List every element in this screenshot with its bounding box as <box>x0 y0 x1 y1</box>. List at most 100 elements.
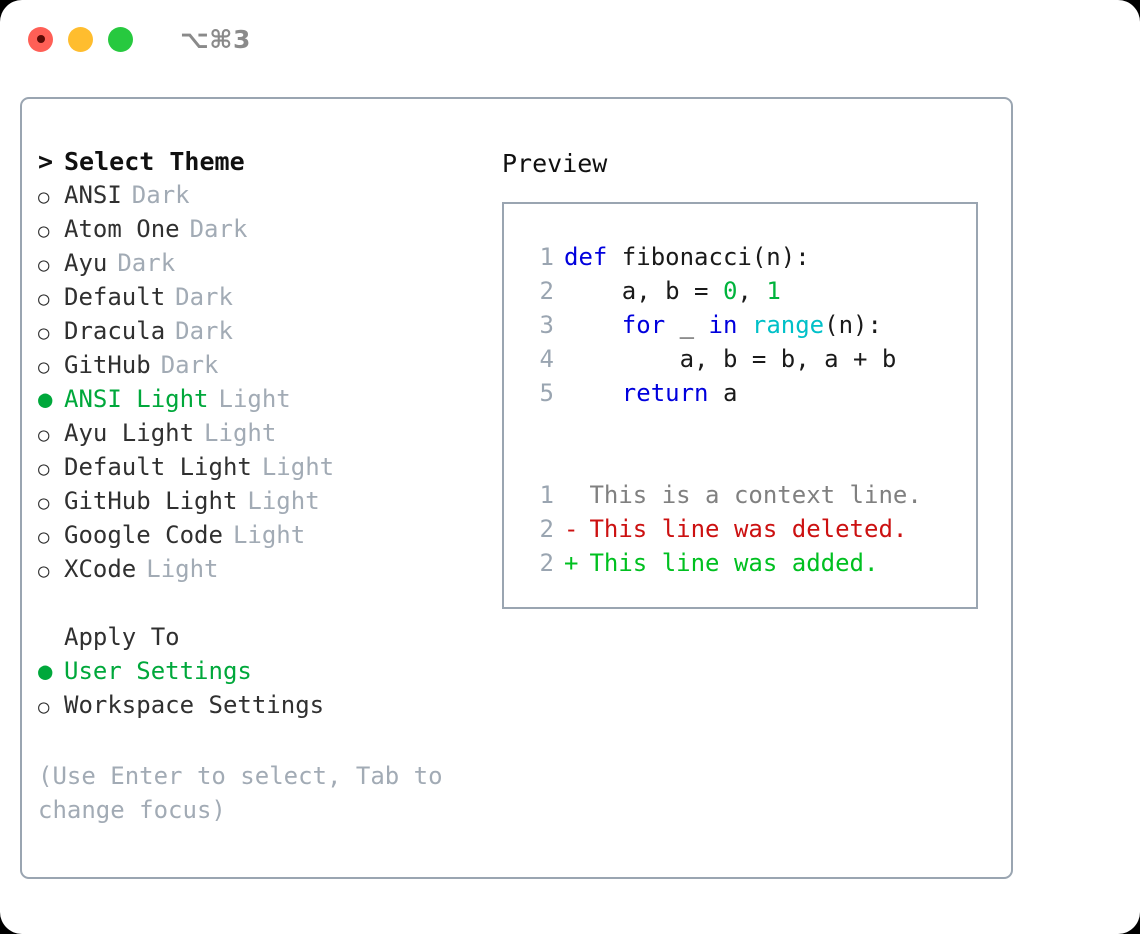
code-token: a, b = <box>564 277 723 305</box>
radio-unselected-icon: ○ <box>38 288 50 310</box>
theme-list-item[interactable]: ○ Dracula Dark <box>38 317 478 351</box>
theme-name: Ayu <box>64 249 108 277</box>
recording-indicator-icon <box>36 35 45 43</box>
theme-variant: Light <box>261 453 335 481</box>
radio-selected-icon: ● <box>38 385 53 413</box>
theme-list-item[interactable]: ○ Ayu Dark <box>38 249 478 283</box>
window-titlebar: ⌥⌘3 <box>0 0 1140 78</box>
theme-variant: Dark <box>117 249 176 277</box>
line-number: 2 <box>539 277 554 305</box>
code-token: in <box>708 311 738 339</box>
code-token: 0 <box>722 277 738 305</box>
prompt-caret-icon: > <box>38 147 54 176</box>
line-number: 1 <box>539 481 554 509</box>
code-line: 4 a, b = b, a + b <box>524 342 976 376</box>
theme-name: Atom One <box>64 215 180 243</box>
theme-variant: Dark <box>160 351 219 379</box>
code-token: a <box>708 379 738 407</box>
line-number: 5 <box>539 379 554 407</box>
diff-marker <box>564 478 578 512</box>
theme-list-item[interactable]: ○ Ayu Light Light <box>38 419 478 453</box>
radio-unselected-icon: ○ <box>38 254 50 276</box>
close-button[interactable] <box>28 26 53 52</box>
code-token: def <box>564 243 608 271</box>
theme-selector-heading: > Select Theme <box>38 147 478 181</box>
radio-unselected-icon: ○ <box>38 560 50 582</box>
theme-variant: Light <box>247 487 320 515</box>
code-blank-line <box>524 410 976 444</box>
hint-spacer <box>38 725 478 759</box>
theme-list-item[interactable]: ○ XCode Light <box>38 555 478 589</box>
line-number: 3 <box>539 311 554 339</box>
theme-variant: Light <box>204 419 277 447</box>
radio-unselected-icon: ○ <box>38 356 50 378</box>
theme-name: XCode <box>64 555 137 583</box>
line-number: 4 <box>539 345 554 373</box>
maximize-button[interactable] <box>108 26 133 52</box>
code-preview-panel: 1 def fibonacci(n): 2 a, b = 0 , 1 3 for <box>502 202 978 609</box>
apply-to-option-selected[interactable]: ● User Settings <box>38 657 478 691</box>
code-token: _ <box>665 311 709 339</box>
line-number: 1 <box>539 243 554 271</box>
theme-list-item-selected[interactable]: ● ANSI Light Light <box>38 385 478 419</box>
code-token: fibonacci(n): <box>607 243 810 271</box>
code-line: 3 for _ in range (n): <box>524 308 976 342</box>
diff-text: This line was added. <box>589 549 879 577</box>
theme-name: Google Code <box>64 521 223 549</box>
preview-column: Preview 1 def fibonacci(n): 2 a, b = 0 ,… <box>502 147 1002 609</box>
theme-selector-title: Select Theme <box>64 147 245 176</box>
code-token: , <box>737 277 767 305</box>
radio-unselected-icon: ○ <box>38 492 50 514</box>
theme-variant: Dark <box>131 181 190 209</box>
theme-name: Ayu Light <box>64 419 195 447</box>
radio-unselected-icon: ○ <box>38 186 50 208</box>
diff-line-added: 2 + This line was added. <box>524 546 976 580</box>
theme-list-item[interactable]: ○ Google Code Light <box>38 521 478 555</box>
theme-name: GitHub <box>64 351 151 379</box>
apply-to-title: Apply To <box>64 623 180 651</box>
theme-name: Default Light <box>64 453 252 481</box>
theme-name: ANSI <box>64 181 122 209</box>
diff-line-deleted: 2 - This line was deleted. <box>524 512 976 546</box>
apply-to-option[interactable]: ○ Workspace Settings <box>38 691 478 725</box>
radio-unselected-icon: ○ <box>38 458 50 480</box>
diff-text: This line was deleted. <box>589 515 908 543</box>
theme-variant: Dark <box>175 317 233 345</box>
theme-list-item[interactable]: ○ GitHub Dark <box>38 351 478 385</box>
keyboard-hint-text: (Use Enter to select, Tab to change focu… <box>38 762 443 824</box>
code-token: a, b = b, a + b <box>564 345 897 373</box>
code-token <box>564 308 622 342</box>
radio-unselected-icon: ○ <box>38 322 50 344</box>
radio-selected-icon: ● <box>38 657 53 685</box>
apply-to-heading: Apply To <box>38 623 478 657</box>
code-line: 5 return a <box>524 376 976 410</box>
code-line: 1 def fibonacci(n): <box>524 240 976 274</box>
theme-variant: Light <box>146 555 219 583</box>
theme-name: Default <box>64 283 166 311</box>
diff-marker: + <box>564 549 579 577</box>
code-token: 1 <box>766 277 781 305</box>
theme-name: ANSI Light <box>64 385 209 413</box>
keyboard-shortcut-label: ⌥⌘3 <box>180 24 251 54</box>
theme-variant: Light <box>232 521 306 549</box>
theme-list-item[interactable]: ○ Default Light Light <box>38 453 478 487</box>
theme-list-item[interactable]: ○ ANSI Dark <box>38 181 478 215</box>
radio-unselected-icon: ○ <box>38 526 50 548</box>
theme-variant: Dark <box>175 283 233 311</box>
theme-list-item[interactable]: ○ GitHub Light Light <box>38 487 478 521</box>
theme-list-item[interactable]: ○ Default Dark <box>38 283 478 317</box>
diff-text: This is a context line. <box>589 481 922 509</box>
theme-variant: Dark <box>189 215 248 243</box>
minimize-button[interactable] <box>68 26 93 52</box>
preview-title: Preview <box>502 149 608 178</box>
code-token: return <box>621 379 709 407</box>
line-number: 2 <box>539 515 554 543</box>
theme-name: GitHub Light <box>64 487 238 515</box>
theme-list-item[interactable]: ○ Atom One Dark <box>38 215 478 249</box>
code-token: range <box>751 311 825 339</box>
radio-unselected-icon: ○ <box>38 220 50 242</box>
list-spacer <box>38 589 478 623</box>
radio-unselected-icon: ○ <box>38 696 50 718</box>
theme-variant: Light <box>218 385 291 413</box>
